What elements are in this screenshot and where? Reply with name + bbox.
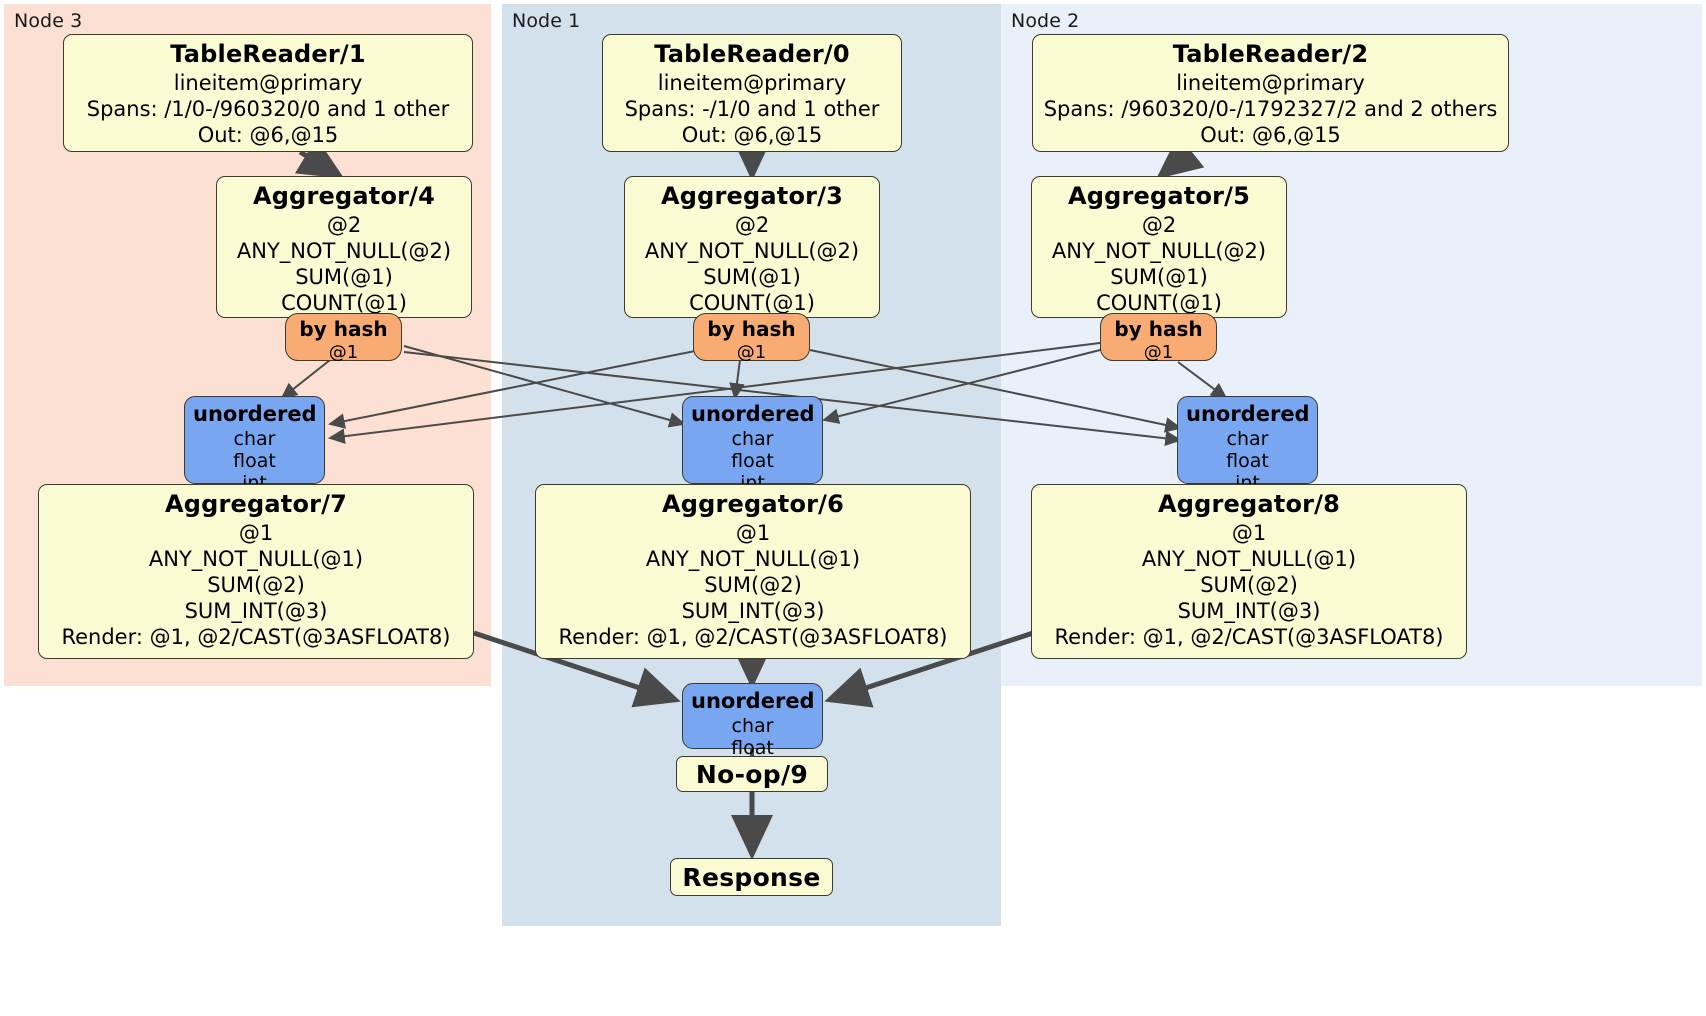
processor-line: SUM_INT(@3) <box>681 599 825 623</box>
synchronizer-title: unordered <box>1186 402 1310 426</box>
processor-line: @1 <box>1231 521 1267 545</box>
processor-table-reader-1[interactable]: TableReader/1 lineitem@primary Spans: /1… <box>63 34 473 152</box>
processor-line: @1 <box>735 521 771 545</box>
synchronizer-title: unordered <box>193 402 317 426</box>
processor-line: ANY_NOT_NULL(@1) <box>148 547 364 571</box>
processor-line: Spans: -/1/0 and 1 other <box>624 97 880 121</box>
processor-line: @2 <box>326 213 362 237</box>
processor-line: SUM(@2) <box>704 573 802 597</box>
synchronizer-line: char <box>731 428 774 450</box>
node-panel-label-node3: Node 3 <box>14 10 83 32</box>
processor-line: ANY_NOT_NULL(@1) <box>1141 547 1357 571</box>
processor-aggregator-7[interactable]: Aggregator/7 @1 ANY_NOT_NULL(@1) SUM(@2)… <box>38 484 474 659</box>
processor-line: SUM(@2) <box>1200 573 1298 597</box>
synchronizer-unordered-node2[interactable]: unordered char float int <box>1177 396 1318 494</box>
node-panel-label-node1: Node 1 <box>512 10 581 32</box>
processor-line: @1 <box>238 521 274 545</box>
processor-title: Aggregator/4 <box>252 182 436 210</box>
synchronizer-unordered-node3[interactable]: unordered char float int <box>184 396 325 494</box>
processor-title: Aggregator/7 <box>164 490 348 518</box>
processor-title: Aggregator/5 <box>1067 182 1251 210</box>
synchronizer-line: float <box>1226 450 1269 472</box>
router-title: by hash <box>299 317 388 341</box>
processor-table-reader-0[interactable]: TableReader/0 lineitem@primary Spans: -/… <box>602 34 902 152</box>
processor-response[interactable]: Response <box>670 858 833 896</box>
processor-line: SUM(@1) <box>295 265 393 289</box>
synchronizer-line: float <box>233 450 276 472</box>
processor-title: TableReader/1 <box>170 40 366 68</box>
processor-line: COUNT(@1) <box>689 291 815 315</box>
processor-line: ANY_NOT_NULL(@2) <box>236 239 452 263</box>
processor-line: COUNT(@1) <box>281 291 407 315</box>
synchronizer-unordered-final[interactable]: unordered char float <box>682 683 823 759</box>
router-by-hash-node2[interactable]: by hash @1 <box>1100 313 1217 363</box>
processor-line: lineitem@primary <box>657 71 847 95</box>
router-line: @1 <box>1143 342 1174 363</box>
processor-line: lineitem@primary <box>173 71 363 95</box>
processor-line: Render: @1, @2/CAST(@3ASFLOAT8) <box>1054 625 1444 649</box>
processor-line: SUM(@1) <box>703 265 801 289</box>
synchronizer-title: unordered <box>691 689 815 713</box>
processor-line: ANY_NOT_NULL(@2) <box>644 239 860 263</box>
synchronizer-line: char <box>731 715 774 737</box>
processor-line: SUM(@1) <box>1110 265 1208 289</box>
processor-line: ANY_NOT_NULL(@2) <box>1051 239 1267 263</box>
processor-aggregator-5[interactable]: Aggregator/5 @2 ANY_NOT_NULL(@2) SUM(@1)… <box>1031 176 1287 318</box>
synchronizer-line: float <box>731 450 774 472</box>
processor-line: Spans: /1/0-/960320/0 and 1 other <box>86 97 450 121</box>
processor-title: Response <box>682 862 821 892</box>
processor-line: Render: @1, @2/CAST(@3ASFLOAT8) <box>61 625 451 649</box>
processor-line: Out: @6,@15 <box>681 123 823 147</box>
synchronizer-title: unordered <box>691 402 815 426</box>
processor-aggregator-3[interactable]: Aggregator/3 @2 ANY_NOT_NULL(@2) SUM(@1)… <box>624 176 880 318</box>
router-line: @1 <box>736 342 767 363</box>
processor-aggregator-4[interactable]: Aggregator/4 @2 ANY_NOT_NULL(@2) SUM(@1)… <box>216 176 472 318</box>
processor-line: Spans: /960320/0-/1792327/2 and 2 others <box>1043 97 1498 121</box>
node-panel-label-node2: Node 2 <box>1011 10 1080 32</box>
processor-line: Render: @1, @2/CAST(@3ASFLOAT8) <box>558 625 948 649</box>
synchronizer-unordered-node1[interactable]: unordered char float int <box>682 396 823 494</box>
processor-line: SUM_INT(@3) <box>1177 599 1321 623</box>
synchronizer-line: char <box>233 428 276 450</box>
processor-table-reader-2[interactable]: TableReader/2 lineitem@primary Spans: /9… <box>1032 34 1509 152</box>
synchronizer-line: char <box>1226 428 1269 450</box>
processor-line: @2 <box>734 213 770 237</box>
router-by-hash-node1[interactable]: by hash @1 <box>693 313 810 363</box>
processor-title: TableReader/2 <box>1172 40 1369 68</box>
processor-title: Aggregator/6 <box>661 490 845 518</box>
processor-noop-9[interactable]: No-op/9 <box>676 756 828 792</box>
router-by-hash-node3[interactable]: by hash @1 <box>285 313 402 363</box>
processor-title: Aggregator/8 <box>1157 490 1341 518</box>
processor-line: ANY_NOT_NULL(@1) <box>645 547 861 571</box>
processor-title: No-op/9 <box>695 759 809 789</box>
router-title: by hash <box>1114 317 1203 341</box>
processor-line: SUM(@2) <box>207 573 305 597</box>
processor-title: Aggregator/3 <box>660 182 844 210</box>
processor-line: COUNT(@1) <box>1096 291 1222 315</box>
processor-line: lineitem@primary <box>1176 71 1365 95</box>
processor-line: Out: @6,@15 <box>197 123 339 147</box>
processor-line: Out: @6,@15 <box>1200 123 1341 147</box>
processor-line: SUM_INT(@3) <box>184 599 328 623</box>
processor-aggregator-8[interactable]: Aggregator/8 @1 ANY_NOT_NULL(@1) SUM(@2)… <box>1031 484 1467 659</box>
processor-title: TableReader/0 <box>654 40 850 68</box>
router-line: @1 <box>328 342 359 363</box>
processor-aggregator-6[interactable]: Aggregator/6 @1 ANY_NOT_NULL(@1) SUM(@2)… <box>535 484 971 659</box>
synchronizer-line: float <box>731 737 774 759</box>
router-title: by hash <box>707 317 796 341</box>
processor-line: @2 <box>1141 213 1177 237</box>
